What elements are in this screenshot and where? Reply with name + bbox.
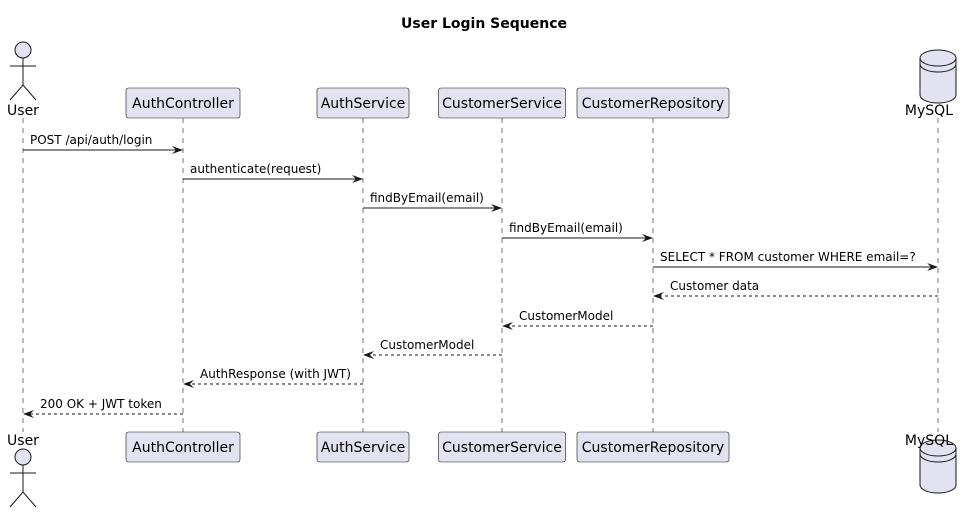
message-label: AuthResponse (with JWT) <box>200 367 351 381</box>
actor-icon <box>9 41 37 101</box>
participant-box <box>125 87 241 119</box>
participant-label: User <box>7 103 39 119</box>
participant-label: User <box>7 433 39 449</box>
message-label: authenticate(request) <box>190 162 321 176</box>
database-icon <box>919 439 957 494</box>
participant-label: CustomerService <box>442 96 562 112</box>
arrowhead-icon <box>927 263 938 271</box>
participant-label: CustomerRepository <box>582 440 724 456</box>
message-6: Customer data <box>653 279 938 300</box>
message-label: 200 OK + JWT token <box>40 397 162 411</box>
arrowhead-icon <box>491 204 502 212</box>
actor-icon <box>9 448 37 508</box>
message-label: findByEmail(email) <box>509 221 623 235</box>
message-label: CustomerModel <box>380 338 474 352</box>
participant-customerservice-top: CustomerService <box>438 87 566 119</box>
message-label: findByEmail(email) <box>370 191 484 205</box>
participant-mysql-bottom: MySQL <box>905 433 957 494</box>
arrowhead-icon <box>653 292 664 300</box>
arrowhead-icon <box>183 380 194 388</box>
participant-authcontroller-bottom: AuthController <box>125 431 241 463</box>
participant-mysql-top: MySQL <box>905 49 957 119</box>
participant-label: AuthService <box>321 440 406 456</box>
participant-box <box>438 87 566 119</box>
message-4: findByEmail(email) <box>502 221 653 242</box>
participant-label: AuthService <box>321 96 406 112</box>
participant-label: MySQL <box>905 433 953 449</box>
participant-user-top: User <box>7 41 39 119</box>
participant-authservice-top: AuthService <box>316 87 410 119</box>
participant-box <box>438 431 566 463</box>
message-8: CustomerModel <box>363 338 502 359</box>
participant-customerservice-bottom: CustomerService <box>438 431 566 463</box>
participant-label: MySQL <box>905 103 953 119</box>
participant-label: CustomerRepository <box>582 96 724 112</box>
message-9: AuthResponse (with JWT) <box>183 367 363 388</box>
message-label: SELECT * FROM customer WHERE email=? <box>660 250 916 264</box>
participant-box <box>316 431 410 463</box>
message-2: authenticate(request) <box>183 162 363 183</box>
message-label: Customer data <box>670 279 759 293</box>
participant-box <box>125 431 241 463</box>
participant-label: AuthController <box>132 440 234 456</box>
message-7: CustomerModel <box>502 309 653 330</box>
database-icon <box>919 49 957 104</box>
arrowhead-icon <box>642 234 653 242</box>
participant-customerrepository-bottom: CustomerRepository <box>576 431 730 463</box>
message-label: POST /api/auth/login <box>30 133 152 147</box>
participant-customerrepository-top: CustomerRepository <box>576 87 730 119</box>
arrowhead-icon <box>502 322 513 330</box>
participant-user-bottom: User <box>7 433 39 508</box>
participant-box <box>316 87 410 119</box>
message-5: SELECT * FROM customer WHERE email=? <box>653 250 938 271</box>
participant-box <box>576 431 730 463</box>
participant-authcontroller-top: AuthController <box>125 87 241 119</box>
message-3: findByEmail(email) <box>363 191 502 212</box>
participant-label: CustomerService <box>442 440 562 456</box>
arrowhead-icon <box>363 351 374 359</box>
participant-box <box>576 87 730 119</box>
arrowhead-icon <box>172 146 183 154</box>
arrowhead-icon <box>23 410 34 418</box>
arrowhead-icon <box>352 175 363 183</box>
participant-authservice-bottom: AuthService <box>316 431 410 463</box>
participant-label: AuthController <box>132 96 234 112</box>
message-10: 200 OK + JWT token <box>23 397 183 418</box>
diagram-title: User Login Sequence <box>401 16 567 32</box>
message-label: CustomerModel <box>519 309 613 323</box>
message-1: POST /api/auth/login <box>23 133 183 154</box>
